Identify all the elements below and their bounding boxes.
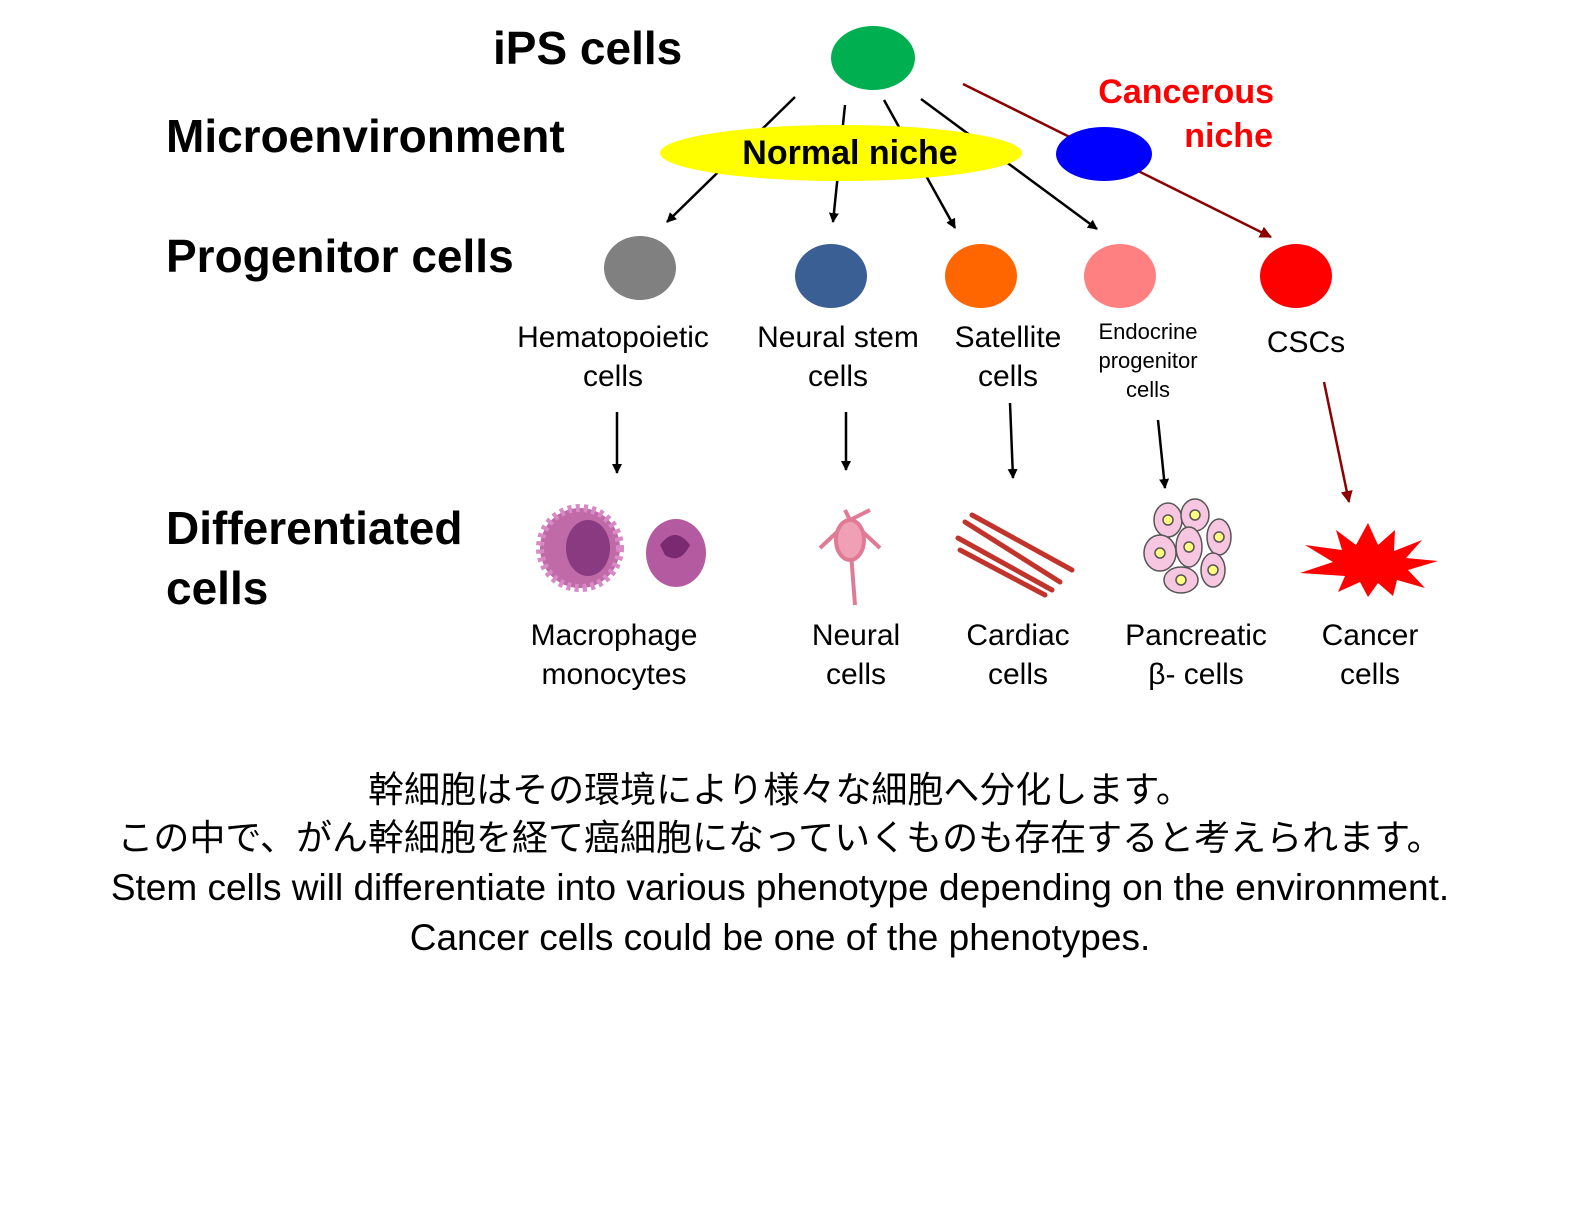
- endocrine-cell: [1084, 244, 1156, 308]
- caption-en-2: Cancer cells could be one of the phenoty…: [409, 917, 1151, 958]
- satellite-cell: [945, 244, 1017, 308]
- caption-jp-1: 幹細胞はその環境により様々な細胞へ分化します。: [368, 769, 1192, 810]
- heading-progenitor-cells: Progenitor cells: [166, 230, 514, 282]
- macrophage-image: [536, 504, 706, 592]
- csc-cell: [1260, 244, 1332, 308]
- caption-jp-2: この中で、がん幹細胞を経て癌細胞になっていくものも存在すると考えられます。: [117, 817, 1443, 858]
- niche-label: niche: [1184, 117, 1273, 155]
- progenitor-label-cscs: CSCs: [1266, 326, 1346, 359]
- normal-niche-ellipse: [660, 125, 1022, 181]
- cancer-cell-star: [1300, 523, 1438, 597]
- cardiac-cell-image: [955, 512, 1075, 598]
- heading-microenvironment: Microenvironment: [166, 110, 565, 162]
- ips-cell: [831, 26, 915, 90]
- cancer-diff-arrow: [1322, 381, 1353, 503]
- arrows-to-differentiated: [612, 402, 1170, 489]
- normal-niche-label: Normal niche: [742, 134, 958, 172]
- heading-ips-cells: iPS cells: [493, 22, 683, 74]
- cancerous-label: Cancerous: [1098, 73, 1274, 111]
- heading-differentiated-cells: cells: [166, 562, 269, 614]
- caption-en-1: Stem cells will differentiate into vario…: [110, 867, 1450, 908]
- cancerous-niche-ellipse: [1056, 127, 1152, 181]
- heading-differentiated: Differentiated: [166, 502, 463, 554]
- neural-stem-cell: [795, 244, 867, 308]
- hematopoietic-cell: [604, 236, 676, 300]
- pancreatic-cell-image: [1143, 498, 1232, 594]
- neural-cell-image: [818, 508, 882, 606]
